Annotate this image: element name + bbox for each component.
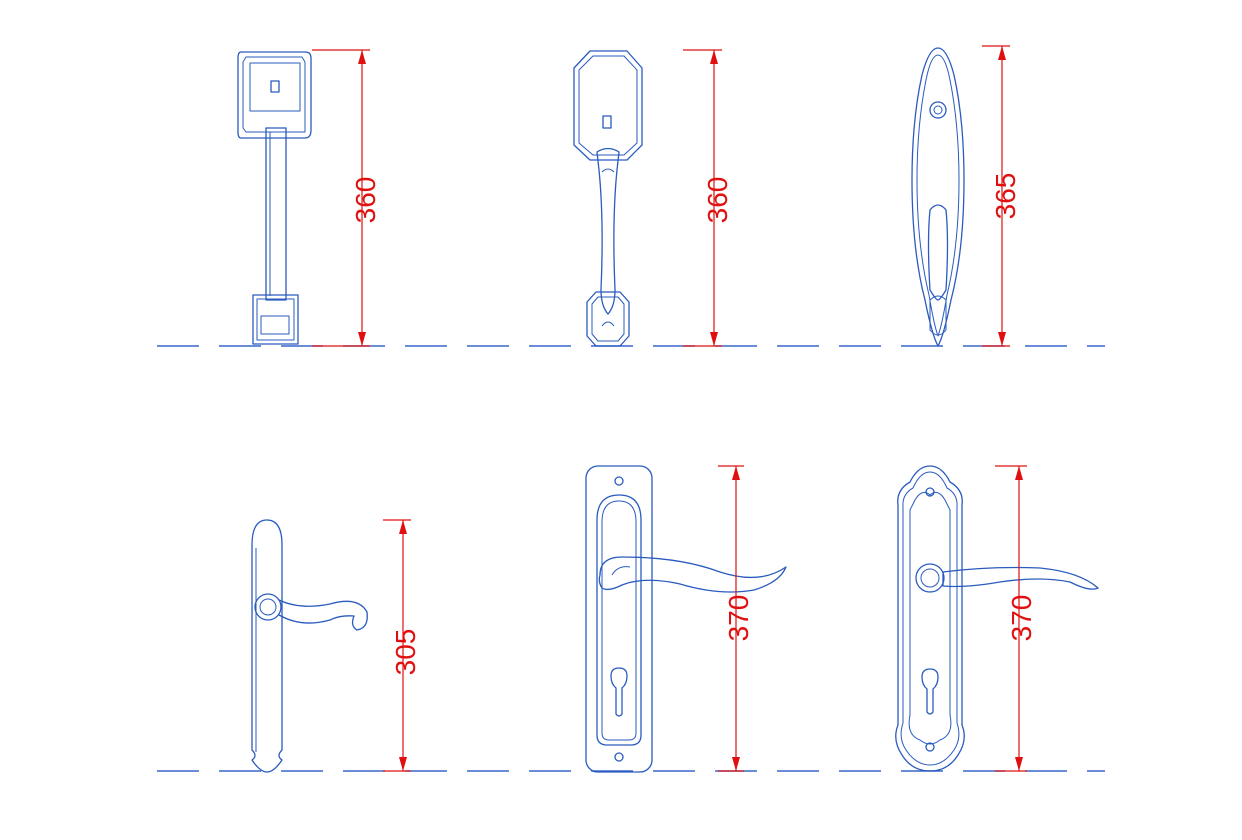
handle-square-escutcheon xyxy=(237,51,312,345)
dimension-2: 360 xyxy=(683,49,733,347)
dimension-3: 365 xyxy=(982,45,1021,347)
rosette-icon-2 xyxy=(915,563,945,593)
dimension-label-3: 365 xyxy=(990,173,1021,220)
dimension-label-5: 370 xyxy=(723,595,754,642)
lever-rounded-plate xyxy=(585,465,787,773)
dimension-label-2: 360 xyxy=(702,177,733,224)
handle-oval-escutcheon xyxy=(911,47,965,347)
dimension-label-4: 305 xyxy=(390,629,421,676)
handle-octagon-escutcheon xyxy=(573,50,643,347)
dimension-4: 305 xyxy=(383,519,421,772)
dimension-1: 360 xyxy=(312,49,381,347)
cylinder-keyhole-icon-2 xyxy=(921,668,939,715)
dimension-label-1: 360 xyxy=(350,177,381,224)
dimension-6: 370 xyxy=(995,465,1037,772)
keyhole-icon xyxy=(929,101,947,119)
cylinder-keyhole-icon xyxy=(610,667,628,717)
dimension-5: 370 xyxy=(718,465,754,772)
lever-narrow-plate xyxy=(251,519,368,773)
lever-ornate-plate xyxy=(895,465,1099,772)
thumb-turn-icon xyxy=(270,80,280,93)
rosette-icon xyxy=(254,593,282,621)
thumb-turn-icon-2 xyxy=(602,115,612,129)
dimension-label-6: 370 xyxy=(1006,595,1037,642)
